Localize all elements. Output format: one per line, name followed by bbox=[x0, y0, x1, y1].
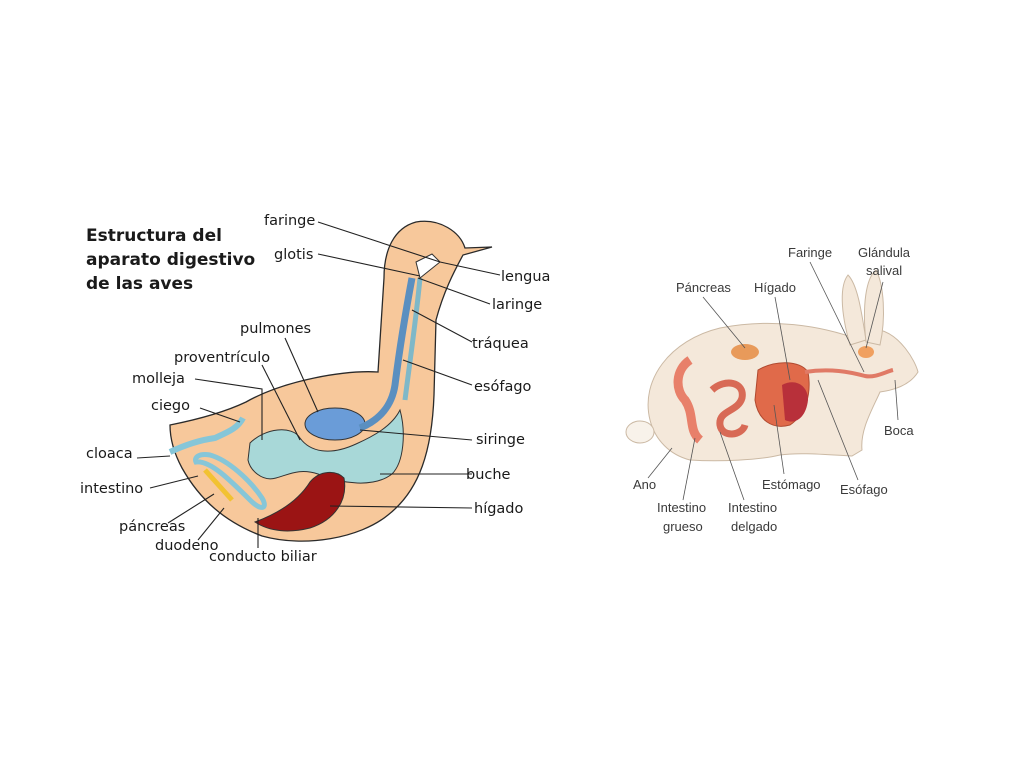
label-pulmones: pulmones bbox=[240, 321, 311, 337]
label-intestino: intestino bbox=[80, 481, 143, 497]
rabbit-ear-back bbox=[841, 274, 867, 346]
label-higado: hígado bbox=[474, 501, 524, 517]
label-laringe: laringe bbox=[492, 297, 542, 313]
label-ano: Ano bbox=[633, 477, 656, 492]
label-molleja: molleja bbox=[132, 371, 185, 387]
liver-shape bbox=[253, 472, 346, 532]
label-cloaca: cloaca bbox=[86, 446, 133, 462]
trachea-shape bbox=[358, 277, 416, 432]
esophagus-shape bbox=[402, 277, 423, 401]
title-line-3: de las aves bbox=[86, 274, 194, 294]
title-line-1: Estructura del bbox=[86, 226, 222, 246]
label-boca: Boca bbox=[884, 423, 914, 438]
label-proventriculo: proventrículo bbox=[174, 350, 270, 366]
small-intestine-shape bbox=[709, 379, 749, 438]
title-line-2: aparato digestivo bbox=[86, 250, 256, 270]
label-intestino-grueso-1: Intestino bbox=[657, 500, 706, 515]
bird-diagram-title: Estructura del aparato digestivo de las … bbox=[86, 224, 286, 296]
label-glandula-2: salival bbox=[866, 263, 902, 278]
label-esofago: esófago bbox=[474, 379, 532, 395]
rabbit-ear-front bbox=[863, 269, 884, 346]
label-esofago: Esófago bbox=[840, 482, 888, 497]
label-buche: buche bbox=[466, 467, 511, 483]
intestine-loop bbox=[193, 452, 267, 510]
label-faringe: Faringe bbox=[788, 245, 832, 260]
label-intestino-delgado-1: Intestino bbox=[728, 500, 777, 515]
label-higado: Hígado bbox=[754, 280, 796, 295]
label-duodeno: duodeno bbox=[155, 538, 219, 554]
crop-shape bbox=[247, 408, 404, 484]
rabbit-tail bbox=[625, 420, 655, 444]
pancreas-shape bbox=[731, 344, 759, 360]
label-intestino-delgado-2: delgado bbox=[731, 519, 777, 534]
stomach-shape bbox=[782, 382, 808, 422]
salivary-gland-shape bbox=[858, 346, 874, 358]
intestine-shape bbox=[168, 416, 246, 455]
label-siringe: siringe bbox=[476, 432, 525, 448]
large-intestine-shape bbox=[673, 356, 704, 444]
esophagus-shape bbox=[804, 368, 894, 379]
label-intestino-grueso-2: grueso bbox=[663, 519, 703, 534]
label-lengua: lengua bbox=[501, 269, 550, 285]
label-glandula-1: Glándula bbox=[858, 245, 911, 260]
label-ciego: ciego bbox=[151, 398, 190, 414]
label-pancreas: páncreas bbox=[119, 519, 185, 535]
label-traquea: tráquea bbox=[472, 336, 529, 352]
label-glotis: glotis bbox=[274, 247, 313, 263]
label-estomago: Estómago bbox=[762, 477, 821, 492]
label-conducto-biliar: conducto biliar bbox=[209, 549, 317, 565]
label-faringe: faringe bbox=[264, 213, 315, 229]
pancreas-shape bbox=[203, 468, 234, 502]
label-pancreas: Páncreas bbox=[676, 280, 731, 295]
